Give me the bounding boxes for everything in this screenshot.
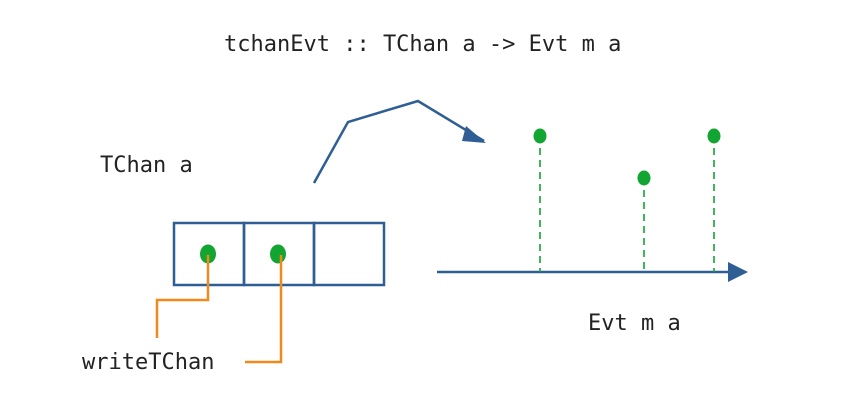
tchan-value-dot-1 bbox=[200, 244, 216, 264]
write-line-1 bbox=[155, 255, 210, 338]
evt-label: Evt m a bbox=[588, 311, 681, 336]
evt-timeline-arrowhead bbox=[728, 262, 748, 282]
write-line-2 bbox=[245, 255, 283, 364]
event-dot-3 bbox=[707, 128, 721, 144]
tchan-value-dot-2 bbox=[270, 244, 286, 264]
tchan-label: TChan a bbox=[100, 153, 193, 178]
tchan-cell-3 bbox=[312, 221, 386, 287]
transform-arrow bbox=[312, 99, 485, 184]
event-dot-1 bbox=[533, 128, 547, 144]
signature-title: tchanEvt :: TChan a -> Evt m a bbox=[224, 32, 622, 57]
events-layer bbox=[533, 128, 721, 272]
write-tchan-label: writeTChan bbox=[82, 350, 215, 375]
transform-arrowhead bbox=[462, 126, 486, 143]
event-dot-2 bbox=[637, 170, 651, 186]
tchan-box bbox=[172, 221, 386, 287]
